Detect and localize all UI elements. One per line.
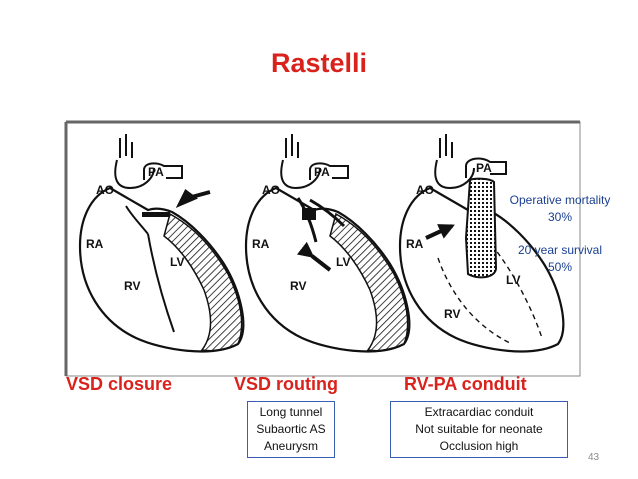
label-pa: PA	[148, 165, 164, 179]
label-rv: RV	[290, 279, 306, 293]
label-rv: RV	[444, 307, 460, 321]
lv-wall-hatch	[329, 212, 409, 352]
label-lv: LV	[170, 255, 184, 269]
heart-diagram-vsd-closure: AO PA RA RV LV	[78, 134, 245, 353]
conduit-notes-box: Extracardiac conduit Not suitable for ne…	[390, 401, 568, 458]
pointer-arrow	[296, 241, 332, 272]
great-vessels	[434, 134, 507, 190]
conduit-note: Not suitable for neonate	[415, 422, 543, 436]
vsd-patch	[302, 208, 316, 220]
heart-diagram-vsd-routing: AO PA RA RV LV	[244, 134, 411, 353]
caption-rv-pa-conduit: RV-PA conduit	[404, 374, 527, 394]
label-rv: RV	[124, 279, 140, 293]
label-ra: RA	[406, 237, 424, 251]
survival-value: 50%	[547, 260, 573, 274]
label-ao: AO	[262, 183, 280, 197]
mortality-label: Operative mortality	[509, 193, 611, 207]
heart-diagrams-figure: AO PA RA RV LV AO PA RA RV LV	[64, 120, 581, 377]
conduit-note: Extracardiac conduit	[424, 405, 534, 419]
rv-pa-conduit	[464, 177, 498, 279]
routing-note: Long tunnel	[259, 405, 323, 419]
label-ra: RA	[252, 237, 270, 251]
routing-notes-box: Long tunnel Subaortic AS Aneurysm	[247, 401, 335, 458]
outcomes-stats: Operative mortality 30% 20 year survival…	[490, 192, 630, 276]
label-pa: PA	[314, 165, 330, 179]
lv-wall-hatch	[163, 212, 243, 352]
septum	[125, 205, 175, 333]
survival-label: 20 year survival	[517, 243, 603, 257]
heart-diagram-rv-pa-conduit: AO PA RA RV LV	[398, 134, 565, 353]
page-number: 43	[588, 452, 600, 463]
caption-vsd-closure: VSD closure	[66, 374, 173, 394]
caption-vsd-routing: VSD routing	[234, 374, 338, 394]
label-ao: AO	[96, 183, 114, 197]
pointer-arrow	[425, 224, 455, 240]
routing-note: Subaortic AS	[256, 422, 326, 436]
label-ra: RA	[86, 237, 104, 251]
label-pa: PA	[476, 161, 492, 175]
label-lv: LV	[506, 273, 520, 287]
mortality-value: 30%	[547, 210, 573, 224]
vsd-patch	[142, 212, 170, 217]
great-vessels	[280, 134, 349, 190]
slide-title: Rastelli	[270, 48, 368, 78]
great-vessels	[114, 134, 183, 190]
label-ao: AO	[416, 183, 434, 197]
label-lv: LV	[336, 255, 350, 269]
routing-note: Aneurysm	[263, 439, 319, 453]
pointer-arrow	[175, 188, 211, 208]
conduit-note: Occlusion high	[439, 439, 519, 453]
